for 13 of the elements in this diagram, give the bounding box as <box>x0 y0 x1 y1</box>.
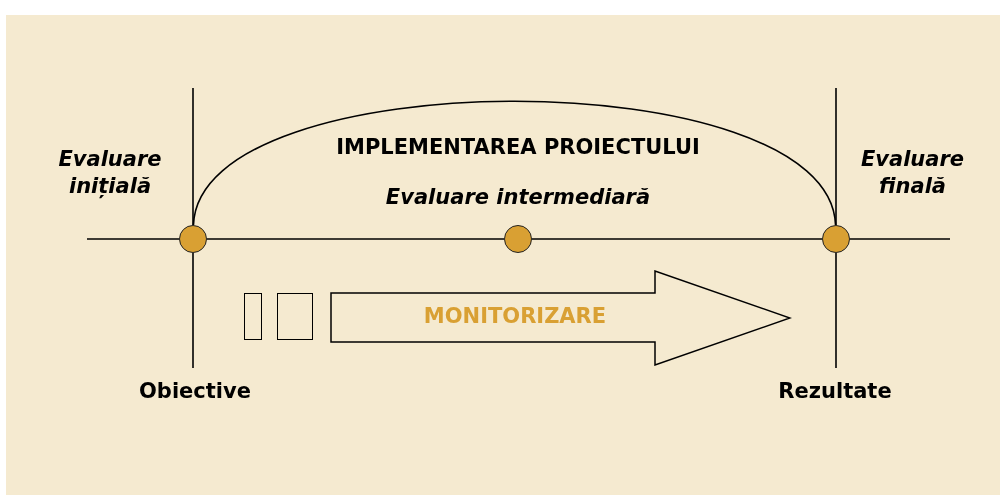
block-arrow <box>330 270 792 366</box>
small-rectangle <box>244 293 262 340</box>
axis-label: Rezultate <box>777 378 893 405</box>
arc-connector <box>192 100 837 226</box>
timeline-segment <box>206 238 505 240</box>
section-heading: IMPLEMENTAREA PROIECTULUI <box>335 134 701 161</box>
timeline-segment <box>531 238 823 240</box>
milestone-caption: Evaluare finală <box>859 146 966 200</box>
small-rectangle <box>277 293 313 340</box>
milestone-caption: Evaluare inițială <box>57 146 163 200</box>
milestone-caption: Evaluare intermediară <box>384 184 652 211</box>
axis-label: Obiective <box>138 378 252 405</box>
arrow-label: MONITORIZARE <box>422 303 608 330</box>
